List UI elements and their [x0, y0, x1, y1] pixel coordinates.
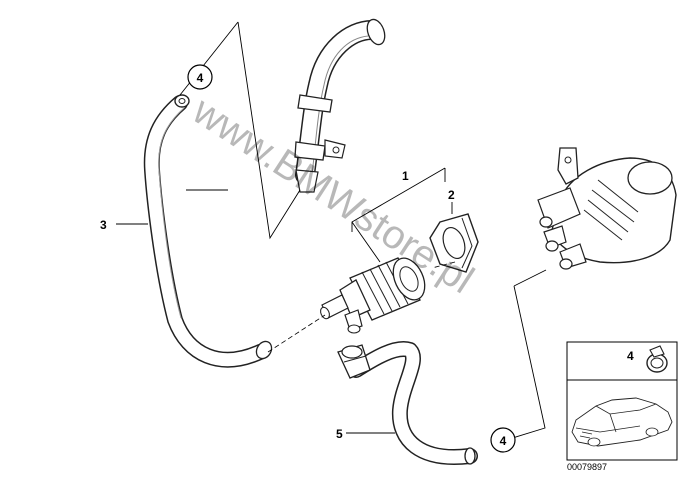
filler-neck-pipe [294, 18, 386, 193]
inset-callout-4-label: 4 [627, 349, 634, 363]
callout-3-label: 3 [100, 218, 107, 232]
callout-1-label: 1 [402, 169, 409, 183]
callout-4-top: 4 [187, 64, 213, 90]
hose-5 [337, 341, 478, 465]
leader-lines [116, 21, 547, 441]
hose-clamp-icon [646, 345, 668, 373]
callout-5-label: 5 [336, 427, 343, 441]
callout-4-bottom-label: 4 [500, 434, 507, 448]
reservoir-canister [537, 147, 677, 270]
inset-panel: 4 [566, 341, 678, 461]
pump [320, 257, 426, 334]
watermark-text: www.BMWstore.pl [184, 88, 481, 302]
callout-4-top-label: 4 [197, 71, 204, 85]
callout-2-label: 2 [448, 188, 455, 202]
car-silhouette-icon [571, 397, 673, 447]
callout-4-bottom: 4 [490, 427, 516, 453]
hose-3 [143, 94, 273, 368]
grommet-bracket [429, 213, 479, 273]
diagram-part-number: 00079897 [567, 462, 607, 472]
